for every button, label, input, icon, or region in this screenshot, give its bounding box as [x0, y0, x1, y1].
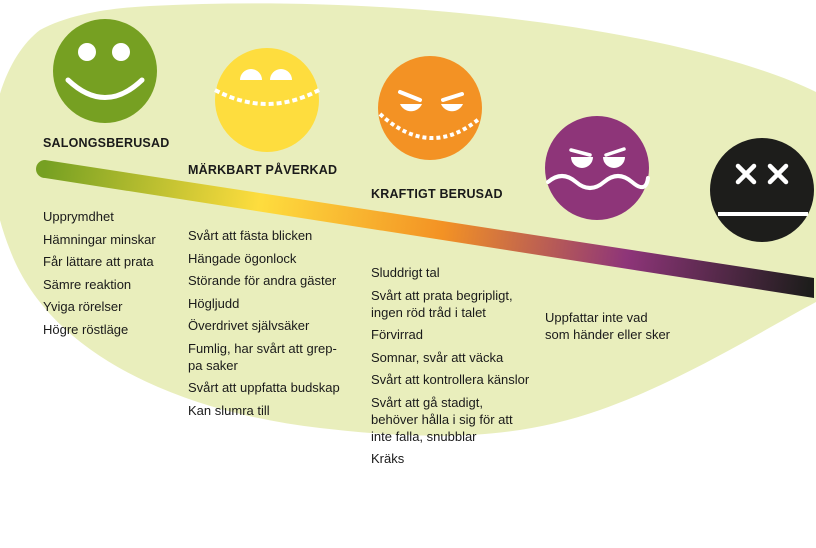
- symptom-text: Störande för andra gäster: [188, 273, 337, 288]
- tipsy-face-icon: [214, 48, 320, 152]
- symptom-item: Yviga rörelser: [43, 298, 156, 315]
- symptom-text: Får lättare att prata: [43, 254, 154, 269]
- symptom-text: Kan slumra till: [188, 402, 270, 418]
- symptom-text: Svårt att prata begripligt, ingen röd tr…: [371, 287, 513, 320]
- symptom-item: Svårt att uppfatta budskap: [188, 379, 340, 396]
- symptom-text: Svårt att gå stadigt, behöver hålla i si…: [371, 394, 513, 444]
- symptom-item: Sämre reaktion: [43, 276, 156, 293]
- symptom-text: Hämningar minskar: [43, 231, 156, 247]
- symptom-text: Hängade ögonlock: [188, 250, 297, 266]
- symptom-item: Hängade ögonlock: [188, 250, 340, 267]
- symptom-item: Förvirrad: [371, 326, 529, 343]
- symptom-text: Överdrivet självsäker: [188, 318, 310, 333]
- nauseous-face-icon: [545, 116, 650, 220]
- symptom-text: Somnar, svår att väcka: [371, 349, 504, 365]
- symptom-text: Yviga rörelser: [43, 299, 123, 314]
- symptom-item: Hämningar minskar: [43, 231, 156, 248]
- symptom-text: Svårt att fästa blicken: [188, 228, 313, 243]
- symptom-item: Högljudd: [188, 295, 340, 312]
- symptom-item: Störande för andra gäster: [188, 272, 340, 289]
- symptom-text: Högre röstläge: [43, 321, 129, 337]
- stage-title-salongsberusad: SALONGSBERUSAD: [43, 136, 170, 150]
- symptom-item: Fumlig, har svårt att grep- pa saker: [188, 340, 340, 374]
- happy-face-icon: [53, 19, 157, 123]
- symptom-text: Högljudd: [188, 295, 240, 311]
- symptom-text: Kräks: [371, 451, 405, 466]
- symptom-text: Svårt att uppfatta budskap: [188, 380, 340, 395]
- symptom-text: Svårt att kontrollera känslor: [371, 372, 530, 387]
- stage-title-kraftigt-berusad: KRAFTIGT BERUSAD: [371, 187, 503, 201]
- symptom-item: Kräks: [371, 450, 529, 467]
- symptom-list-stage-4: Uppfattar inte vad som händer eller sker: [545, 309, 670, 349]
- symptom-item: Uppfattar inte vad som händer eller sker: [545, 309, 670, 343]
- symptom-item: Svårt att prata begripligt, ingen röd tr…: [371, 287, 529, 321]
- symptom-item: Upprymdhet: [43, 208, 156, 225]
- symptom-item: Svårt att gå stadigt, behöver hålla i si…: [371, 394, 529, 445]
- symptom-item: Sluddrigt tal: [371, 264, 529, 281]
- symptom-text: Sämre reaktion: [43, 276, 132, 292]
- drunk-face-icon: [378, 56, 482, 160]
- symptom-item: Somnar, svår att väcka: [371, 349, 529, 366]
- stage-title-markbart-paverkad: MÄRKBART PÅVERKAD: [188, 163, 338, 177]
- symptom-text: Uppfattar inte vad som händer eller sker: [545, 310, 670, 342]
- symptom-item: Överdrivet självsäker: [188, 317, 340, 334]
- symptom-text: Upprymdhet: [43, 209, 114, 224]
- symptom-item: Högre röstläge: [43, 321, 156, 338]
- symptom-item: Svårt att kontrollera känslor: [371, 371, 529, 388]
- intoxication-gradient-bar: [36, 160, 814, 298]
- symptom-text: Sluddrigt tal: [371, 265, 440, 280]
- symptom-item: Svårt att fästa blicken: [188, 227, 340, 244]
- symptom-text: Fumlig, har svårt att grep- pa saker: [188, 340, 337, 373]
- unconscious-face-icon: [710, 138, 814, 242]
- symptom-text: Förvirrad: [371, 327, 424, 342]
- symptom-item: Kan slumra till: [188, 402, 340, 419]
- symptom-item: Får lättare att prata: [43, 253, 156, 270]
